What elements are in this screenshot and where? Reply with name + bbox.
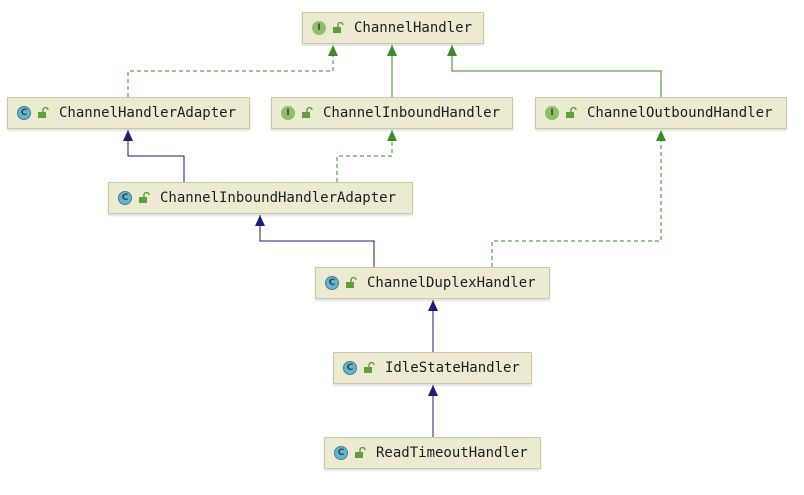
arrowhead-icon: [387, 130, 397, 141]
unlocked-icon: [302, 107, 313, 118]
arrowhead-icon: [328, 45, 338, 56]
edge-channel-duplex-handler-to-channel-outbound-handler: [491, 130, 662, 267]
arrowhead-icon: [656, 130, 666, 141]
node-label: ChannelHandlerAdapter: [59, 105, 237, 121]
arrowhead-icon: [123, 130, 133, 141]
node-label: ChannelHandler: [354, 20, 473, 36]
node-label: ChannelDuplexHandler: [367, 275, 536, 291]
arrowhead-icon: [428, 385, 438, 396]
unlocked-icon: [333, 22, 344, 33]
arrowhead-icon: [428, 300, 438, 311]
class-icon: C: [343, 361, 357, 375]
class-icon: C: [325, 276, 339, 290]
interface-icon: I: [312, 21, 326, 35]
edge-channel-inbound-handler-adapter-to-channel-handler-adapter: [127, 130, 185, 182]
arrowhead-icon: [255, 215, 265, 226]
edge-channel-outbound-handler-to-channel-handler: [451, 45, 662, 97]
node-label: ChannelInboundHandler: [323, 105, 501, 121]
edge-channel-duplex-handler-to-channel-inbound-handler-adapter: [259, 215, 375, 267]
node-label: ChannelOutboundHandler: [587, 105, 773, 121]
unlocked-icon: [364, 362, 375, 373]
unlocked-icon: [38, 107, 49, 118]
class-icon: C: [17, 106, 31, 120]
interface-icon: I: [281, 106, 295, 120]
arrowhead-icon: [447, 45, 457, 56]
node-channel-outbound-handler[interactable]: I ChannelOutboundHandler: [535, 97, 787, 129]
class-icon: C: [118, 191, 132, 205]
edge-channel-handler-adapter-to-channel-handler: [127, 45, 334, 97]
node-label: ChannelInboundHandlerAdapter: [160, 190, 397, 206]
edge-channel-inbound-handler-adapter-to-channel-inbound-handler: [336, 130, 393, 182]
node-channel-inbound-handler[interactable]: I ChannelInboundHandler: [271, 97, 513, 129]
interface-icon: I: [545, 106, 559, 120]
node-read-timeout-handler[interactable]: C ReadTimeoutHandler: [324, 437, 541, 469]
node-channel-inbound-handler-adapter[interactable]: C ChannelInboundHandlerAdapter: [108, 182, 413, 214]
node-label: ReadTimeoutHandler: [376, 445, 528, 461]
node-channel-handler[interactable]: I ChannelHandler: [302, 12, 484, 44]
arrowhead-icon: [387, 45, 397, 56]
class-icon: C: [334, 446, 348, 460]
node-label: IdleStateHandler: [385, 360, 520, 376]
unlocked-icon: [355, 447, 366, 458]
unlocked-icon: [139, 192, 150, 203]
unlocked-icon: [346, 277, 357, 288]
unlocked-icon: [566, 107, 577, 118]
node-idle-state-handler[interactable]: C IdleStateHandler: [333, 352, 532, 384]
node-channel-duplex-handler[interactable]: C ChannelDuplexHandler: [315, 267, 550, 299]
node-channel-handler-adapter[interactable]: C ChannelHandlerAdapter: [7, 97, 250, 129]
